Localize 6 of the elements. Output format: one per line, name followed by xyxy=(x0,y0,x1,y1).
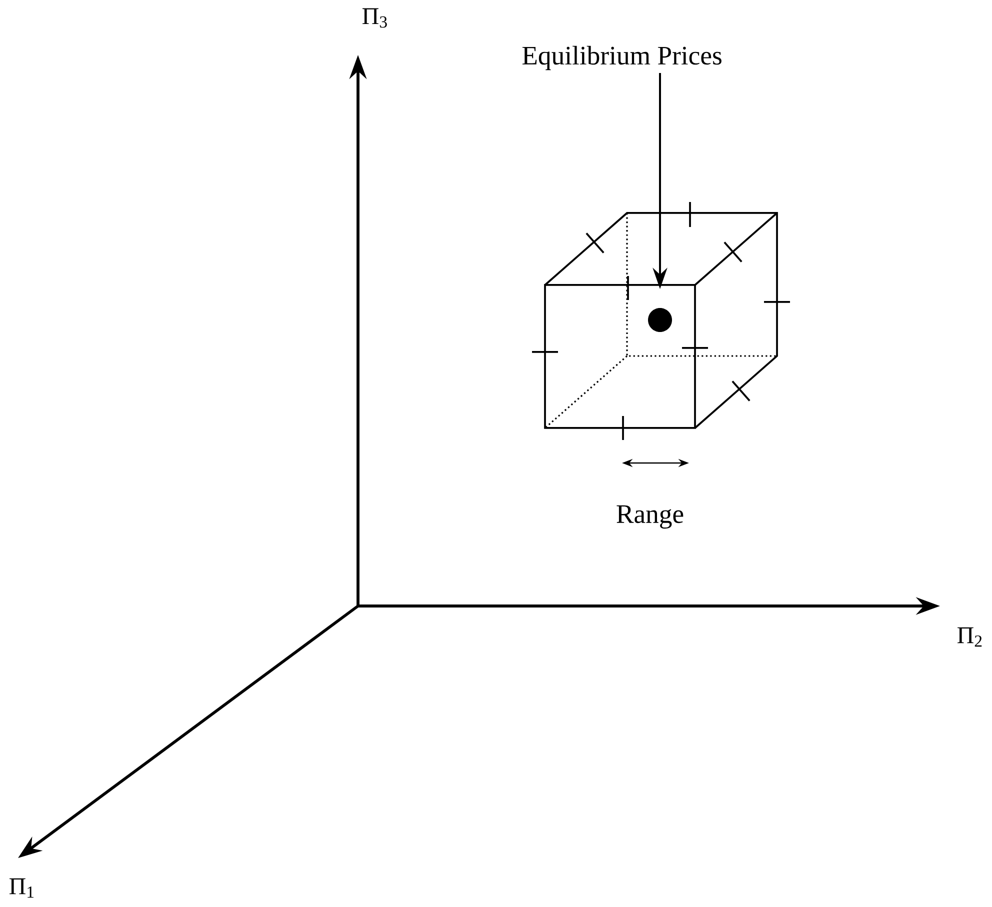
point-marker xyxy=(648,308,672,332)
axis-label: Π$_{2}$ xyxy=(958,627,982,647)
dimension-label: Range xyxy=(616,505,684,529)
caption-text: Equilibrium Prices xyxy=(522,46,722,70)
axis-label: Π$_{3}$ xyxy=(362,8,387,28)
axis-label: Π$_{1}$ xyxy=(10,878,34,898)
